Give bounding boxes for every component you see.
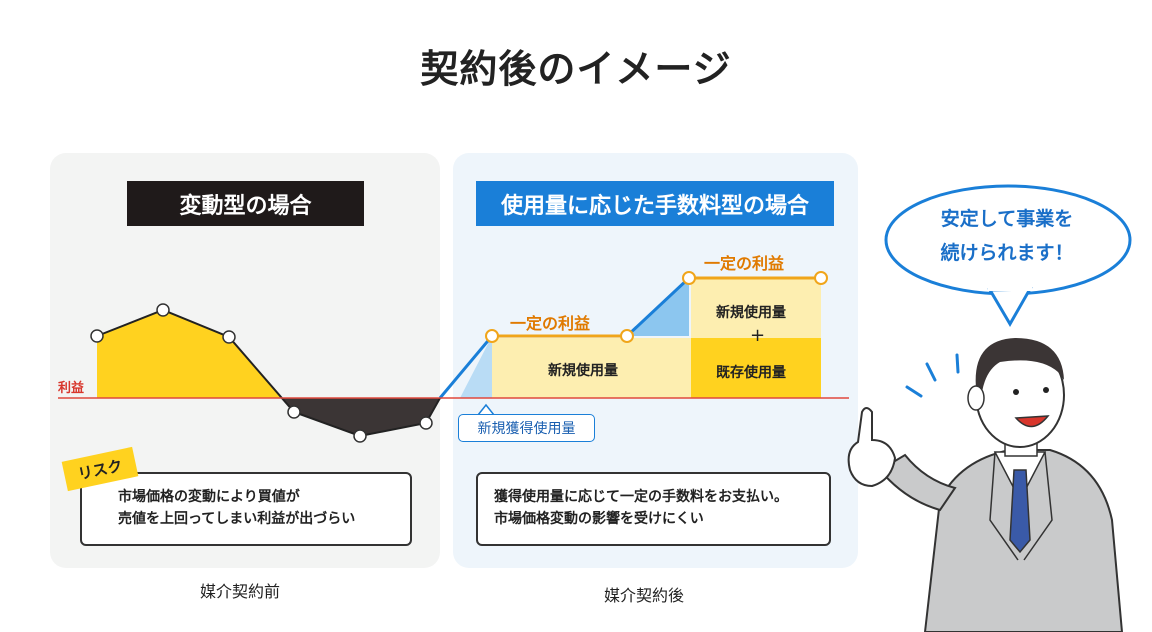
left-points (90, 303, 433, 443)
page-title: 契約後のイメージ (420, 47, 732, 91)
right-point (620, 329, 634, 343)
left-point (287, 405, 301, 419)
speech-line-1: 安定して事業を (940, 208, 1074, 230)
speech-bubble (884, 184, 1132, 327)
left-point (90, 329, 104, 343)
fee-note-line-2: 市場価格変動の影響を受けにくい (494, 511, 704, 527)
risk-note-line-2: 売値を上回ってしまい利益が出づらい (118, 511, 356, 527)
block-new-usage-low (492, 338, 691, 398)
right-point (485, 329, 499, 343)
businessman-illustration-icon (847, 338, 1124, 632)
new-usage-label-high: 新規使用量 (716, 305, 786, 321)
caption-after: 媒介契約後 (604, 586, 685, 605)
fixed-profit-label-2: 一定の利益 (704, 254, 785, 273)
profit-baseline-label: 利益 (58, 381, 85, 396)
new-acquired-usage-tag: 新規獲得使用量 (458, 414, 595, 442)
fee-note-line-1: 獲得使用量に応じて一定の手数料をお支払い。 (494, 489, 788, 505)
heading-variable-type: 変動型の場合 (127, 181, 364, 226)
left-point (353, 429, 367, 443)
speech-bubble-text: 安定して事業を 続けられます！ (892, 202, 1122, 270)
right-points (485, 271, 828, 343)
left-point (222, 330, 236, 344)
plus-sign: + (750, 325, 766, 346)
left-profit-area (97, 310, 282, 398)
emphasis-marks-icon (905, 353, 960, 398)
risk-note-line-1: 市場価格の変動により買値が (118, 489, 300, 505)
fixed-profit-label-1: 一定の利益 (510, 314, 591, 333)
risk-note: 市場価格の変動により買値が 売値を上回ってしまい利益が出づらい (80, 472, 412, 546)
caption-before: 媒介契約前 (200, 582, 281, 601)
right-point (814, 271, 828, 285)
right-point (682, 271, 696, 285)
ramp-shade-1 (460, 336, 492, 398)
left-point (419, 416, 433, 430)
speech-line-2: 続けられます！ (940, 242, 1074, 264)
new-usage-label-low: 新規使用量 (548, 363, 618, 379)
block-new-usage-high (691, 278, 821, 338)
fee-note: 獲得使用量に応じて一定の手数料をお支払い。 市場価格変動の影響を受けにくい (476, 472, 831, 546)
existing-usage-label: 既存使用量 (716, 365, 786, 381)
heading-usage-fee-type: 使用量に応じた手数料型の場合 (476, 181, 834, 226)
left-loss-area (282, 398, 440, 436)
block-existing-usage (691, 338, 821, 398)
left-point (156, 303, 170, 317)
